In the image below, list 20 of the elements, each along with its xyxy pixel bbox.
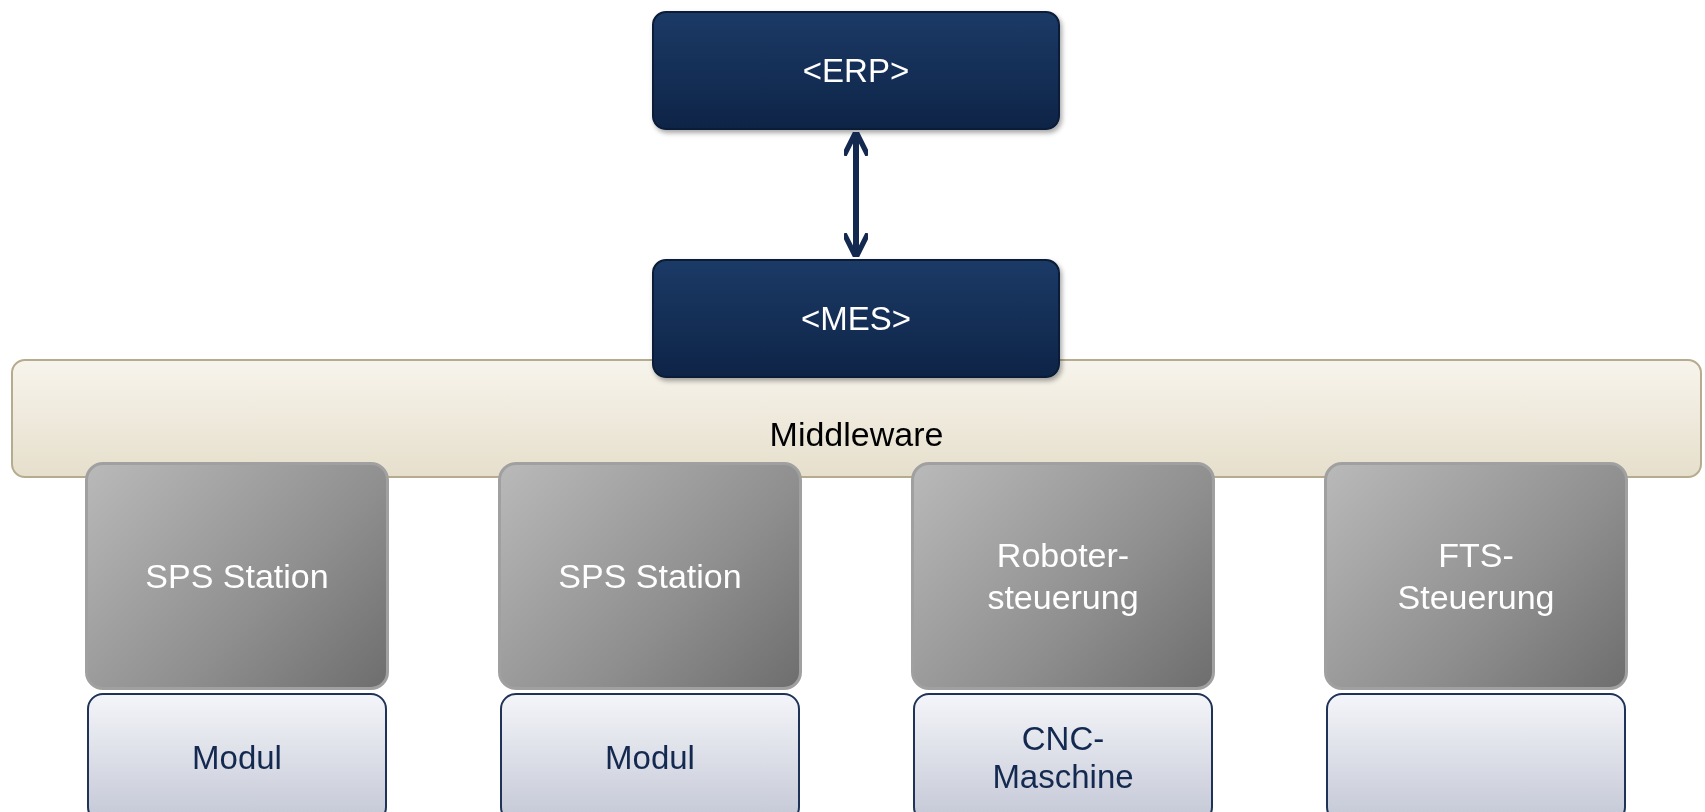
node-label: CNC- Maschine — [991, 720, 1135, 796]
device-box — [500, 693, 800, 812]
device-box — [87, 693, 387, 812]
controller-box — [498, 462, 802, 690]
node-label: <ERP> — [802, 51, 910, 90]
node-label: Modul — [192, 739, 282, 777]
node-label: FTS- Steuerung — [1396, 534, 1556, 618]
controller-box — [911, 462, 1215, 690]
node-label: Roboter- steuerung — [986, 534, 1140, 618]
node-label: Modul — [605, 739, 695, 777]
controller-box — [85, 462, 389, 690]
device-box — [913, 693, 1213, 812]
controller-box — [1324, 462, 1628, 690]
system-box — [652, 11, 1060, 130]
system-box — [652, 259, 1060, 378]
node-label: SPS Station — [145, 555, 329, 597]
node-label: <MES> — [800, 299, 912, 338]
node-label: Middleware — [769, 415, 944, 454]
device-box — [1326, 693, 1626, 812]
node-label: SPS Station — [558, 555, 742, 597]
